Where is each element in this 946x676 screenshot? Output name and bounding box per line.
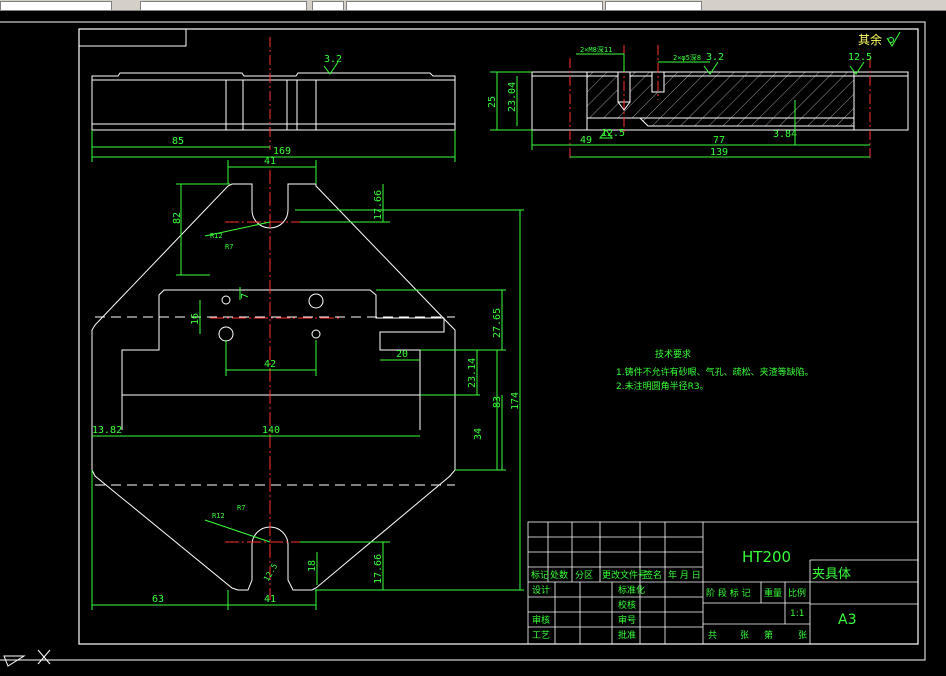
roughness-other-label: 其余 — [858, 32, 882, 47]
svg-text:2×φ5深8: 2×φ5深8 — [673, 53, 701, 62]
svg-text:174: 174 — [510, 392, 521, 410]
svg-text:23.04: 23.04 — [507, 82, 518, 112]
toolbar-segment[interactable] — [346, 1, 603, 11]
svg-text:重量: 重量 — [764, 587, 782, 599]
svg-text:85: 85 — [172, 136, 184, 147]
ucs-icon — [3, 649, 51, 667]
svg-text:审核: 审核 — [532, 614, 550, 626]
svg-text:处数: 处数 — [550, 569, 568, 581]
svg-text:第: 第 — [764, 629, 773, 641]
svg-text:张: 张 — [798, 630, 807, 641]
svg-text:批准: 批准 — [618, 629, 636, 641]
svg-text:标准化: 标准化 — [618, 584, 645, 596]
tech-requirement-item: 2.未注明圆角半径R3。 — [616, 380, 709, 392]
top-view-dimensions — [91, 160, 524, 610]
svg-text:3.2: 3.2 — [324, 54, 342, 65]
svg-text:更改文件号: 更改文件号 — [602, 569, 647, 581]
svg-text:阶 段 标 记: 阶 段 标 记 — [706, 587, 751, 599]
svg-text:比例: 比例 — [788, 587, 806, 599]
roughness-other-symbol: 其余 — [858, 31, 901, 47]
svg-text:12.5: 12.5 — [262, 562, 280, 583]
svg-text:R7: R7 — [237, 504, 245, 512]
drawing-frame — [0, 21, 926, 661]
hidden-lines — [95, 316, 455, 486]
svg-text:23.14: 23.14 — [467, 358, 478, 388]
toolbar-segment[interactable] — [0, 1, 112, 11]
toolbar-segment[interactable] — [140, 1, 307, 11]
top-view-dimension-text: 41 82 17.66 R12 R7 7 16 42 20 27.65 23.1… — [92, 156, 521, 605]
section-view — [531, 71, 909, 131]
svg-text:63: 63 — [152, 594, 164, 605]
svg-text:R12: R12 — [210, 232, 223, 240]
svg-text:139: 139 — [710, 147, 728, 158]
svg-text:18: 18 — [307, 560, 318, 572]
svg-text:7: 7 — [240, 293, 251, 299]
svg-text:3.84: 3.84 — [773, 129, 797, 140]
svg-text:82: 82 — [172, 212, 183, 224]
center-lines — [210, 170, 340, 600]
svg-text:27.65: 27.65 — [492, 308, 503, 338]
section-dimension-text: 25 23.04 49 77 139 3.84 2×M8深11 2×φ5深8 3… — [487, 45, 872, 158]
svg-text:审号: 审号 — [618, 614, 636, 626]
svg-text:17.66: 17.66 — [373, 190, 384, 220]
toolbar-segment[interactable] — [605, 1, 702, 11]
svg-text:设计: 设计 — [532, 584, 550, 596]
svg-text:169: 169 — [273, 146, 291, 157]
svg-text:工艺: 工艺 — [532, 630, 550, 641]
svg-text:77: 77 — [713, 135, 725, 146]
svg-text:25: 25 — [487, 96, 498, 108]
svg-text:140: 140 — [262, 425, 280, 436]
svg-text:17.66: 17.66 — [373, 554, 384, 584]
svg-text:3.2: 3.2 — [706, 52, 724, 63]
svg-text:16: 16 — [190, 313, 201, 325]
svg-text:年 月 日: 年 月 日 — [668, 569, 701, 581]
svg-text:20: 20 — [396, 349, 408, 360]
toolbar-segment[interactable] — [312, 1, 344, 11]
material-label: HT200 — [742, 548, 791, 566]
section-dimensions — [490, 53, 870, 158]
svg-text:校核: 校核 — [618, 599, 636, 611]
svg-text:12.5: 12.5 — [848, 52, 872, 63]
svg-text:12.5: 12.5 — [601, 128, 625, 139]
dimension-169: 169 — [92, 130, 456, 162]
toolbar-strip — [0, 0, 946, 11]
svg-text:13.82: 13.82 — [92, 425, 122, 436]
tech-requirements: 技术要求 1.铸件不允许有砂眼、气孔、疏松、夹渣等缺陷。 2.未注明圆角半径R3… — [616, 348, 814, 392]
svg-text:R12: R12 — [212, 512, 225, 520]
svg-text:签名: 签名 — [644, 569, 662, 581]
title-block-text: HT200 夹具体 A3 1:1 标记 处数 分区 更改文件号 签名 年 月 日… — [531, 548, 856, 641]
top-view — [91, 183, 456, 591]
svg-text:49: 49 — [580, 135, 592, 146]
svg-text:R7: R7 — [225, 243, 233, 251]
svg-text:41: 41 — [264, 156, 276, 167]
sheet-size: A3 — [838, 612, 856, 628]
svg-text:分区: 分区 — [575, 570, 593, 581]
svg-text:2×M8深11: 2×M8深11 — [580, 45, 612, 54]
svg-text:42: 42 — [264, 359, 276, 370]
tech-requirements-title: 技术要求 — [655, 348, 691, 360]
svg-text:41: 41 — [264, 594, 276, 605]
part-name: 夹具体 — [812, 567, 851, 582]
tech-requirement-item: 1.铸件不允许有砂眼、气孔、疏松、夹渣等缺陷。 — [616, 366, 814, 378]
scale-value: 1:1 — [790, 609, 804, 619]
svg-text:共: 共 — [708, 630, 717, 641]
svg-text:83: 83 — [492, 396, 503, 408]
svg-text:标记: 标记 — [531, 569, 549, 581]
svg-text:34: 34 — [473, 428, 484, 440]
front-view — [91, 72, 456, 131]
roughness-symbol: 3.2 — [323, 54, 342, 75]
title-block — [527, 521, 919, 645]
svg-text:张: 张 — [740, 630, 749, 641]
cad-drawing-canvas[interactable]: 其余 3.2 85 169 — [0, 11, 946, 676]
